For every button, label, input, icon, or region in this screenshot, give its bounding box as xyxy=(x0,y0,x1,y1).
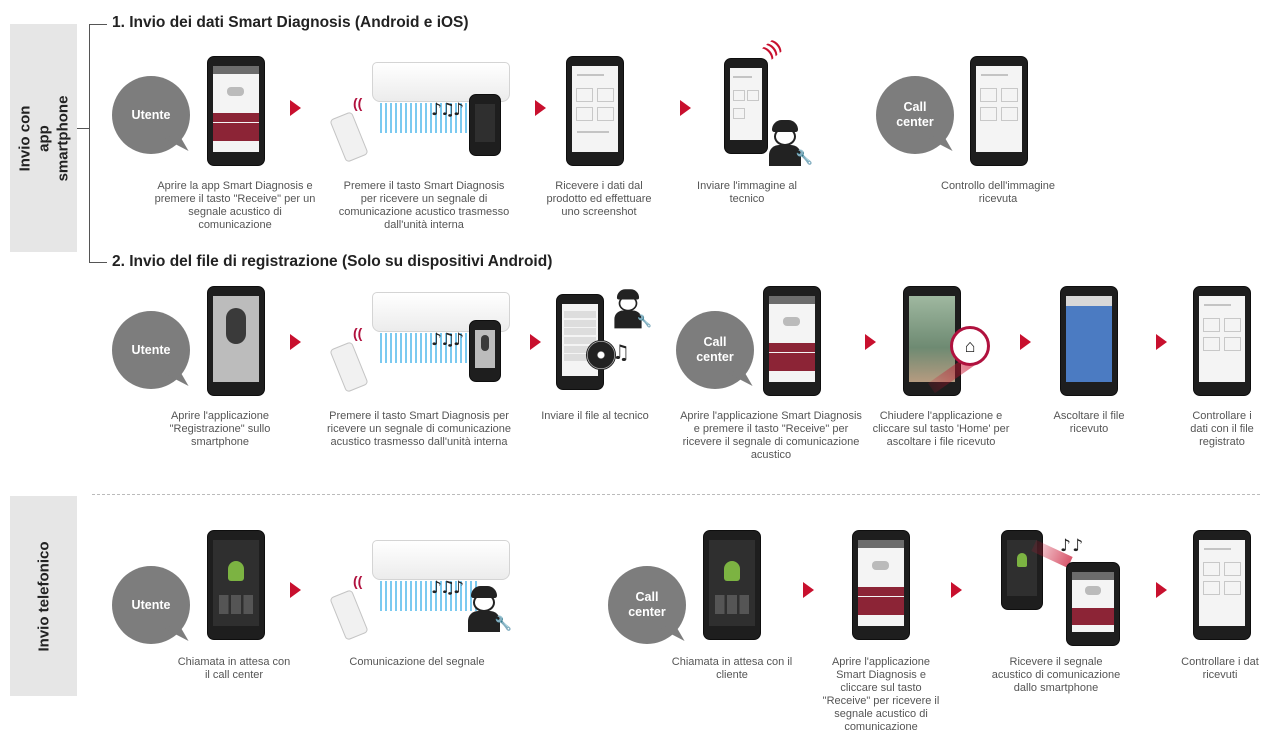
sidebar-app-text: Invio con app smartphone xyxy=(16,95,71,181)
user-bubble: Utente xyxy=(112,566,190,644)
step-caption: Ascoltare il file ricevuto xyxy=(1053,410,1125,435)
phone-smart-diagnosis-app xyxy=(763,286,821,396)
airflow xyxy=(380,333,480,363)
music-notes-icon: ♪♫♪ xyxy=(431,578,464,598)
call-center-bubble: Call center xyxy=(876,76,954,154)
red-triangle-arrow xyxy=(290,334,301,350)
call-center-bubble: Call center xyxy=(608,566,686,644)
sidebar-phone-text: Invio telefonico xyxy=(35,540,53,652)
step-caption: Ricevere il segnale acustico di comunica… xyxy=(991,656,1121,694)
step-caption: Aprire l'applicazione Smart Diagnosis e … xyxy=(822,656,940,733)
sidebar-app-label: Invio con app smartphone xyxy=(10,24,77,252)
phone-received-image xyxy=(970,56,1028,166)
phone-receiving xyxy=(469,94,501,156)
red-triangle-arrow xyxy=(951,582,962,598)
red-triangle-arrow xyxy=(530,334,541,350)
air-conditioner xyxy=(372,540,510,580)
section-divider xyxy=(92,494,1260,495)
phone-recorder-app xyxy=(207,286,265,396)
signal-icon: ))) xyxy=(761,36,785,61)
phone-call-waiting xyxy=(703,530,761,640)
sidebar-phone-label: Invio telefonico xyxy=(10,496,77,696)
step-caption: Inviare il file al tecnico xyxy=(541,410,649,422)
step-caption: Controllare i dat ricevuti xyxy=(1181,656,1259,681)
phone-smart-diagnosis-app xyxy=(852,530,910,640)
step-caption: Ricevere i dati dal prodotto ed effettua… xyxy=(546,180,652,218)
step-caption: Premere il tasto Smart Diagnosis per ric… xyxy=(338,180,510,231)
user-bubble-label: Utente xyxy=(131,342,171,357)
phone-audio-playback xyxy=(1060,286,1118,396)
step-caption: Controllo dell'immagine ricevuta xyxy=(941,180,1055,205)
red-triangle-arrow xyxy=(1020,334,1031,350)
signal-icon: (( xyxy=(353,95,363,111)
section1-title: 1. Invio dei dati Smart Diagnosis (Andro… xyxy=(112,14,469,31)
audio-disc-icon xyxy=(586,340,616,370)
airflow xyxy=(380,103,480,133)
step-caption: Aprire l'applicazione Smart Diagnosis e … xyxy=(680,410,862,461)
music-notes-icon: ♪♫♪ xyxy=(431,330,464,350)
step-caption: Controllare i dati con il file registrat… xyxy=(1190,410,1254,448)
step-caption: Premere il tasto Smart Diagnosis per ric… xyxy=(326,410,512,448)
phone-recorded-data xyxy=(1193,286,1251,396)
step-caption: Chiamata in attesa con il call center xyxy=(177,656,291,681)
red-triangle-arrow xyxy=(1156,334,1167,350)
call-center-bubble-label: Call center xyxy=(896,100,934,129)
signal-icon: (( xyxy=(353,573,363,589)
signal-icon: (( xyxy=(353,325,363,341)
step-caption: Aprire la app Smart Diagnosis e premere … xyxy=(154,180,316,231)
remote-control xyxy=(329,589,369,641)
remote-control xyxy=(329,111,369,163)
user-bubble-label: Utente xyxy=(131,107,171,122)
user-bubble: Utente xyxy=(112,311,190,389)
phone-smart-diagnosis-app xyxy=(207,56,265,166)
technician-icon: 🔧 xyxy=(765,118,813,166)
section2-title: 2. Invio del file di registrazione (Solo… xyxy=(112,253,553,270)
red-triangle-arrow xyxy=(290,100,301,116)
phone-send-image xyxy=(724,58,768,154)
step-caption: Inviare l'immagine al tecnico xyxy=(697,180,797,205)
red-triangle-arrow xyxy=(865,334,876,350)
call-center-bubble-label: Call center xyxy=(696,335,734,364)
bracket-bottom xyxy=(89,262,107,263)
technician-icon: 🔧 xyxy=(464,584,512,632)
phone-received-data xyxy=(1193,530,1251,640)
user-bubble-label: Utente xyxy=(131,597,171,612)
music-notes-icon: ♪♫♪ xyxy=(431,100,464,120)
remote-control xyxy=(329,341,369,393)
music-notes-icon: ♫ xyxy=(612,340,630,364)
phone-call-waiting xyxy=(207,530,265,640)
red-triangle-arrow xyxy=(680,100,691,116)
bracket-stub xyxy=(77,128,89,129)
music-notes-icon: ♪ ♪ xyxy=(1060,536,1083,556)
user-bubble: Utente xyxy=(112,76,190,154)
step-caption: Chiamata in attesa con il cliente xyxy=(671,656,793,681)
red-triangle-arrow xyxy=(1156,582,1167,598)
bracket-top xyxy=(89,24,107,25)
red-triangle-arrow xyxy=(290,582,301,598)
red-triangle-arrow xyxy=(803,582,814,598)
air-conditioner xyxy=(372,62,510,102)
bracket-line xyxy=(89,24,90,263)
phone-receiving xyxy=(1066,562,1120,646)
home-icon: ⌂ xyxy=(950,326,990,366)
step-caption: Aprire l'applicazione "Registrazione" su… xyxy=(169,410,271,448)
step-caption: Chiudere l'applicazione e cliccare sul t… xyxy=(872,410,1010,448)
airflow xyxy=(380,581,480,611)
phone-data-screenshot xyxy=(566,56,624,166)
technician-icon: 🔧 xyxy=(611,288,652,329)
red-triangle-arrow xyxy=(535,100,546,116)
step-caption: Comunicazione del segnale xyxy=(349,656,485,668)
phone-receiving xyxy=(469,320,501,382)
call-center-bubble-label: Call center xyxy=(628,590,666,619)
call-center-bubble: Call center xyxy=(676,311,754,389)
